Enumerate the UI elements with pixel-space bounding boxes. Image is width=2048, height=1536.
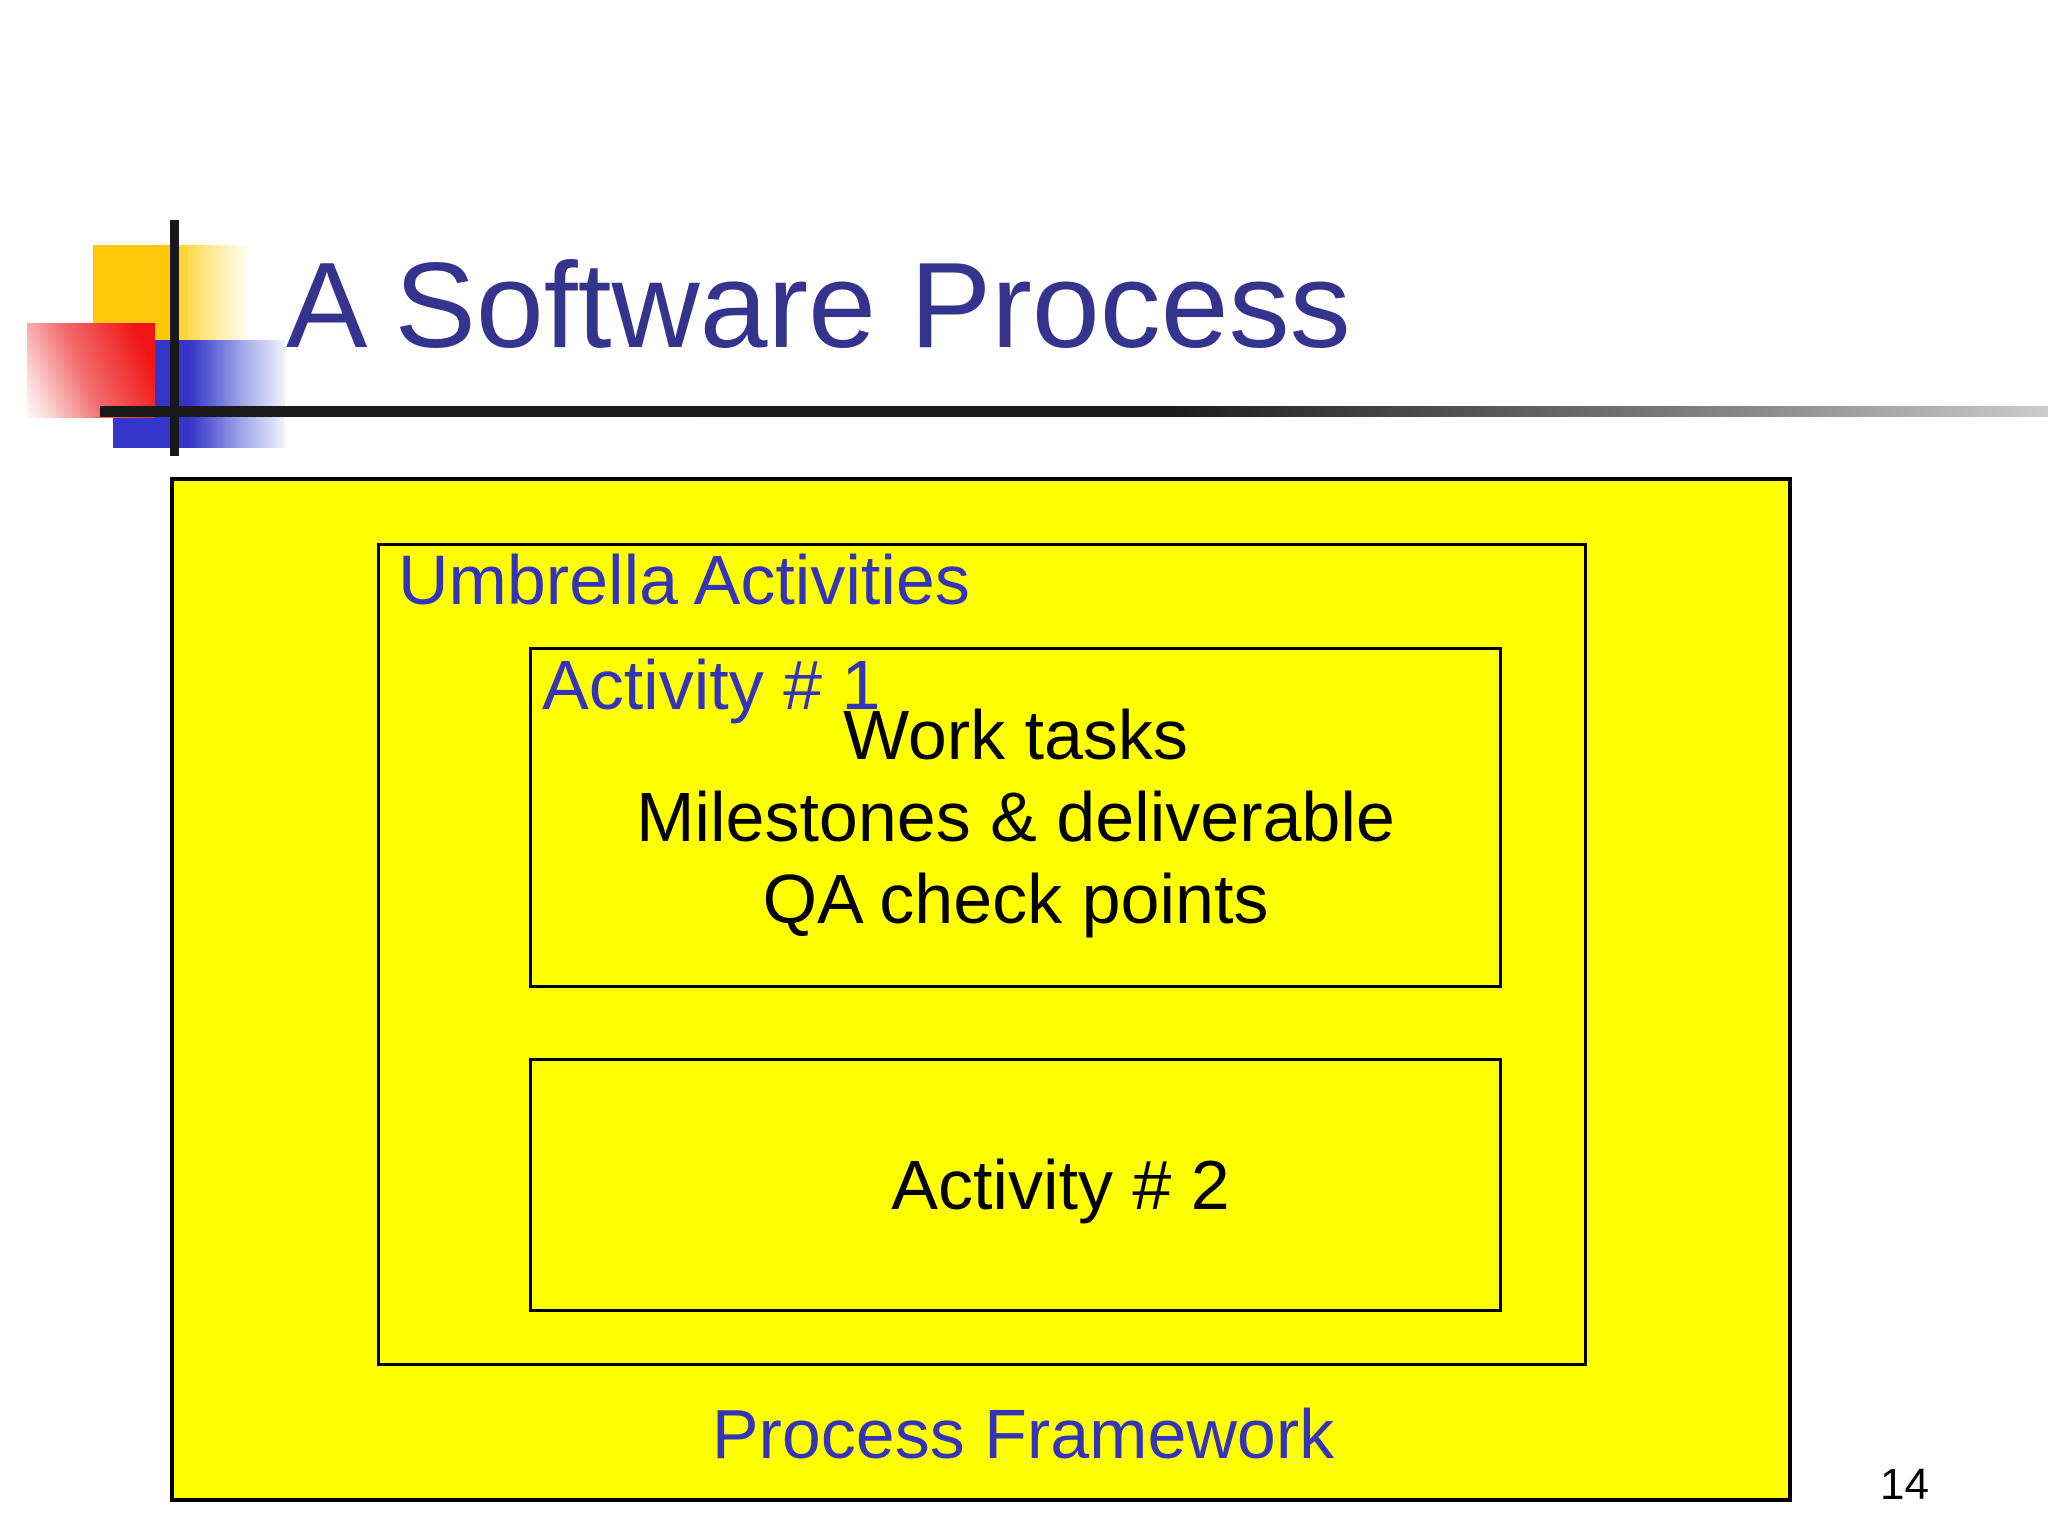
decoration-red-square xyxy=(27,323,155,418)
page-number: 14 xyxy=(1880,1460,1929,1509)
activity-2-label: Activity # 2 xyxy=(891,1146,1230,1224)
work-tasks-line: Work tasks xyxy=(843,696,1188,774)
qa-checkpoints-line: QA check points xyxy=(762,860,1269,938)
umbrella-activities-label: Umbrella Activities xyxy=(398,541,970,619)
process-framework-label: Process Framework xyxy=(711,1395,1335,1473)
activity-1-box xyxy=(529,647,1502,988)
activity-1-content: Work tasks Milestones & deliverable QA c… xyxy=(529,694,1502,940)
slide-title: A Software Process xyxy=(286,237,1351,373)
umbrella-activities-box xyxy=(377,543,1587,1366)
milestones-line: Milestones & deliverable xyxy=(636,778,1395,856)
activity-2-box: Activity # 2 xyxy=(529,1058,1502,1312)
activity-1-label: Activity # 1 xyxy=(542,646,881,724)
title-vertical-rule xyxy=(170,220,179,456)
title-horizontal-rule xyxy=(100,406,2048,417)
